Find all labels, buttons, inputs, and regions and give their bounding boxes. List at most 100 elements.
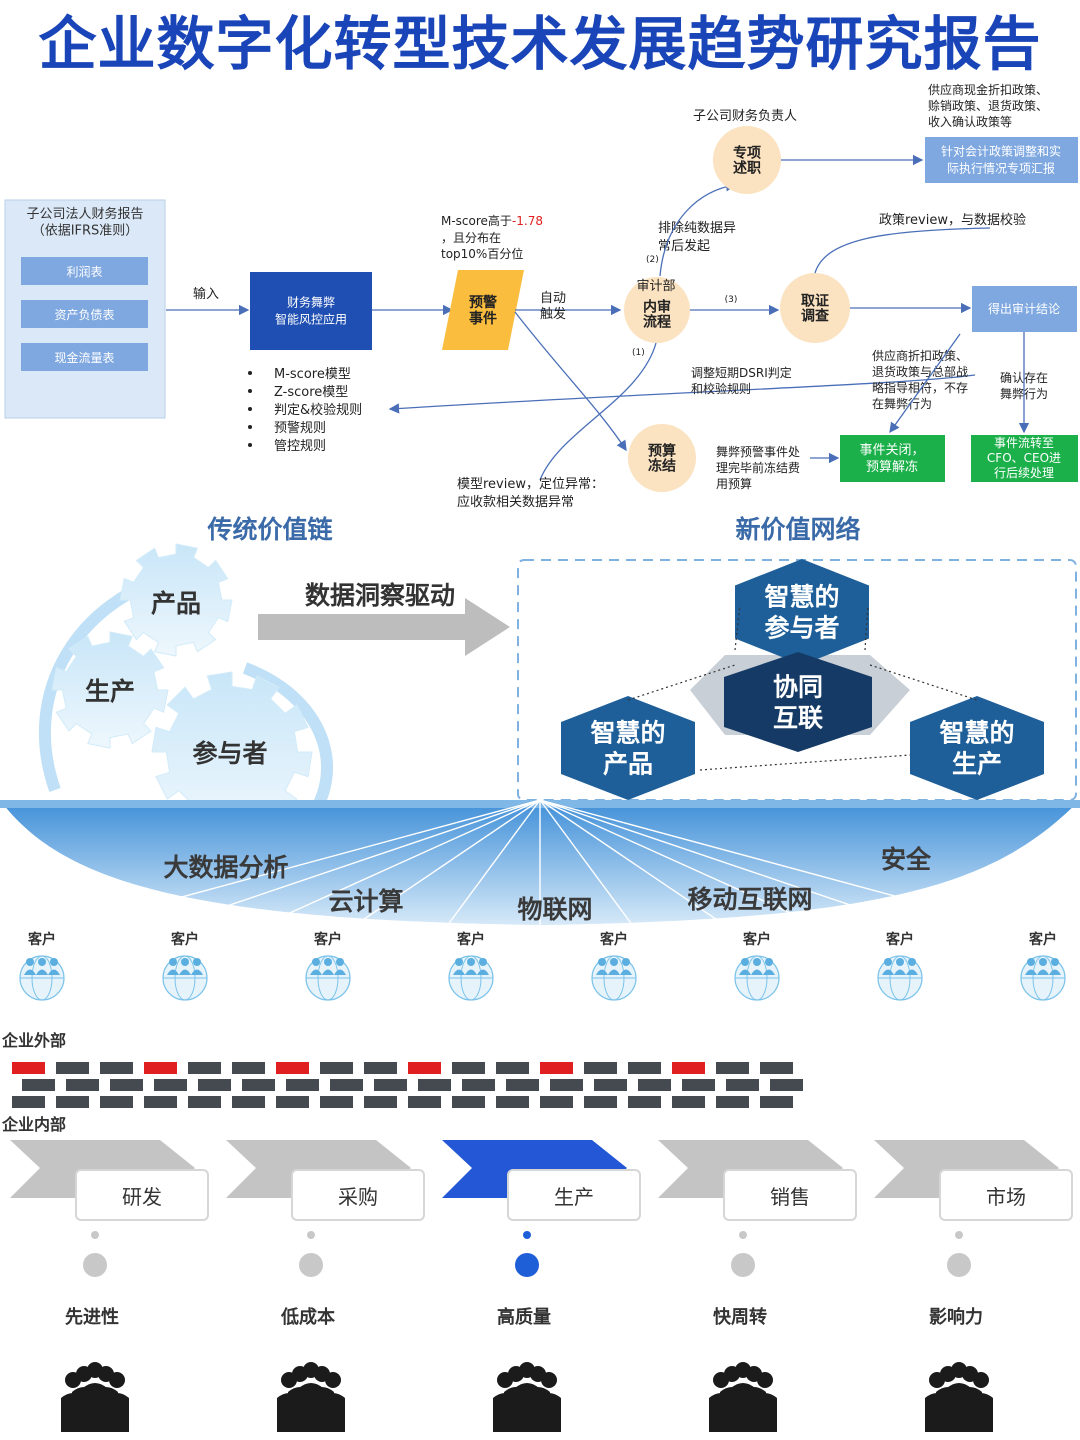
enterprise-brick <box>100 1096 133 1108</box>
stage-card <box>75 1169 209 1221</box>
risk-app-box <box>250 272 372 350</box>
customer-label: 客户 <box>599 931 628 948</box>
enterprise-brick <box>408 1096 441 1108</box>
rule-item: 管控规则 <box>274 439 326 454</box>
data-insight-label: 数据洞察驱动 <box>305 581 455 610</box>
enterprise-brick <box>638 1079 671 1091</box>
customer-person-body <box>477 969 489 975</box>
stage-dot <box>731 1253 755 1277</box>
team-person-head-icon <box>87 1362 103 1378</box>
stage-dot-small <box>307 1231 315 1239</box>
customer-person-icon <box>312 958 320 966</box>
customer-person-icon <box>765 958 773 966</box>
customer-person-body <box>453 969 465 975</box>
team-person-body-icon <box>83 1383 107 1432</box>
enterprise-brick <box>330 1079 363 1091</box>
customer-person-icon <box>741 958 749 966</box>
customer-person-icon <box>610 958 618 966</box>
enterprise-brick <box>276 1062 309 1074</box>
tech-label: 移动互联网 <box>687 885 812 914</box>
customer-label: 客户 <box>1028 931 1057 948</box>
customer-person-body <box>596 969 608 975</box>
gear-label-production: 生产 <box>85 677 135 706</box>
step-2: (2) <box>646 255 659 265</box>
enterprise-brick <box>760 1096 793 1108</box>
enterprise-brick <box>462 1079 495 1091</box>
customer-person-icon <box>1027 958 1035 966</box>
source-report-title: 子公司法人财务报告（依据IFRS准则） <box>26 206 143 238</box>
conclusion-label: 得出审计结论 <box>988 301 1060 316</box>
fraud-freeze-note: 舞弊预警事件处理完毕前冻结费用预算 <box>716 444 800 491</box>
enterprise-brick <box>12 1096 45 1108</box>
customer-person-icon <box>884 958 892 966</box>
tech-label: 安全 <box>881 845 932 874</box>
escalate-box <box>971 435 1078 482</box>
tech-ray <box>443 799 541 931</box>
special-report-node <box>713 126 781 194</box>
rule-item: M-score模型 <box>274 367 351 382</box>
enterprise-brick <box>320 1062 353 1074</box>
stage-name: 生产 <box>554 1185 594 1209</box>
customer-person-icon <box>38 958 46 966</box>
customer-person-icon <box>50 958 58 966</box>
stage-name: 采购 <box>338 1185 378 1209</box>
enterprise-brick <box>594 1079 627 1091</box>
stage-card <box>291 1169 425 1221</box>
hex-product <box>561 696 695 800</box>
source-item-label: 利润表 <box>66 265 102 279</box>
flow-curve <box>659 181 737 277</box>
enterprise-brick <box>66 1079 99 1091</box>
stage-name: 研发 <box>122 1185 162 1209</box>
hex-label: 智慧的参与者 <box>764 582 839 642</box>
enterprise-brick <box>628 1096 661 1108</box>
customer-person-body <box>167 969 179 975</box>
enterprise-brick <box>496 1062 529 1074</box>
team-person-body-icon <box>515 1383 539 1432</box>
rule-bullet <box>248 371 252 375</box>
customer-label: 客户 <box>456 931 485 948</box>
team-person-head-icon <box>303 1362 319 1378</box>
enterprise-brick <box>232 1062 265 1074</box>
stage-trait: 先进性 <box>65 1306 119 1328</box>
exclude-note: 排除纯数据异常后发起 <box>658 221 736 254</box>
enterprise-brick <box>188 1096 221 1108</box>
enterprise-brick <box>452 1096 485 1108</box>
customer-person-body <box>334 969 346 975</box>
stage-dot <box>83 1253 107 1277</box>
rule-bullet <box>248 443 252 447</box>
enterprise-brick <box>188 1062 221 1074</box>
tech-ray <box>347 799 541 931</box>
data-insight-arrow <box>258 598 510 656</box>
enterprise-brick <box>56 1062 89 1074</box>
hex-label: 智慧的产品 <box>590 718 665 778</box>
customer-person-icon <box>598 958 606 966</box>
customer-person-icon <box>908 958 916 966</box>
enterprise-brick <box>320 1096 353 1108</box>
step-3: (3) <box>725 295 738 305</box>
enterprise-brick <box>364 1096 397 1108</box>
step-1: (1) <box>632 348 645 358</box>
enterprise-brick <box>726 1079 759 1091</box>
flow-curve <box>388 374 976 414</box>
tech-ray <box>155 799 541 931</box>
enterprise-brick <box>12 1062 45 1074</box>
risk-app-label: 财务舞弊智能风控应用 <box>275 295 347 327</box>
enterprise-brick <box>452 1062 485 1074</box>
audit-dept-label: 审计部 <box>636 279 675 294</box>
customer-person-icon <box>622 958 630 966</box>
source-item-label: 现金流量表 <box>54 350 114 365</box>
budget-freeze-node <box>628 424 696 492</box>
stage-trait: 快周转 <box>713 1306 767 1328</box>
page-title: 企业数字化转型技术发展趋势研究报告 <box>38 10 1042 78</box>
enterprise-brick <box>364 1062 397 1074</box>
enterprise-brick <box>716 1096 749 1108</box>
rule-bullet <box>248 425 252 429</box>
enterprise-brick <box>550 1079 583 1091</box>
policy-review-note: 政策review，与数据校验 <box>879 212 1026 228</box>
internal-audit-node <box>624 277 690 343</box>
customer-person-icon <box>467 958 475 966</box>
evidence-label: 取证调查 <box>801 293 830 324</box>
stage-trait: 高质量 <box>497 1306 551 1328</box>
